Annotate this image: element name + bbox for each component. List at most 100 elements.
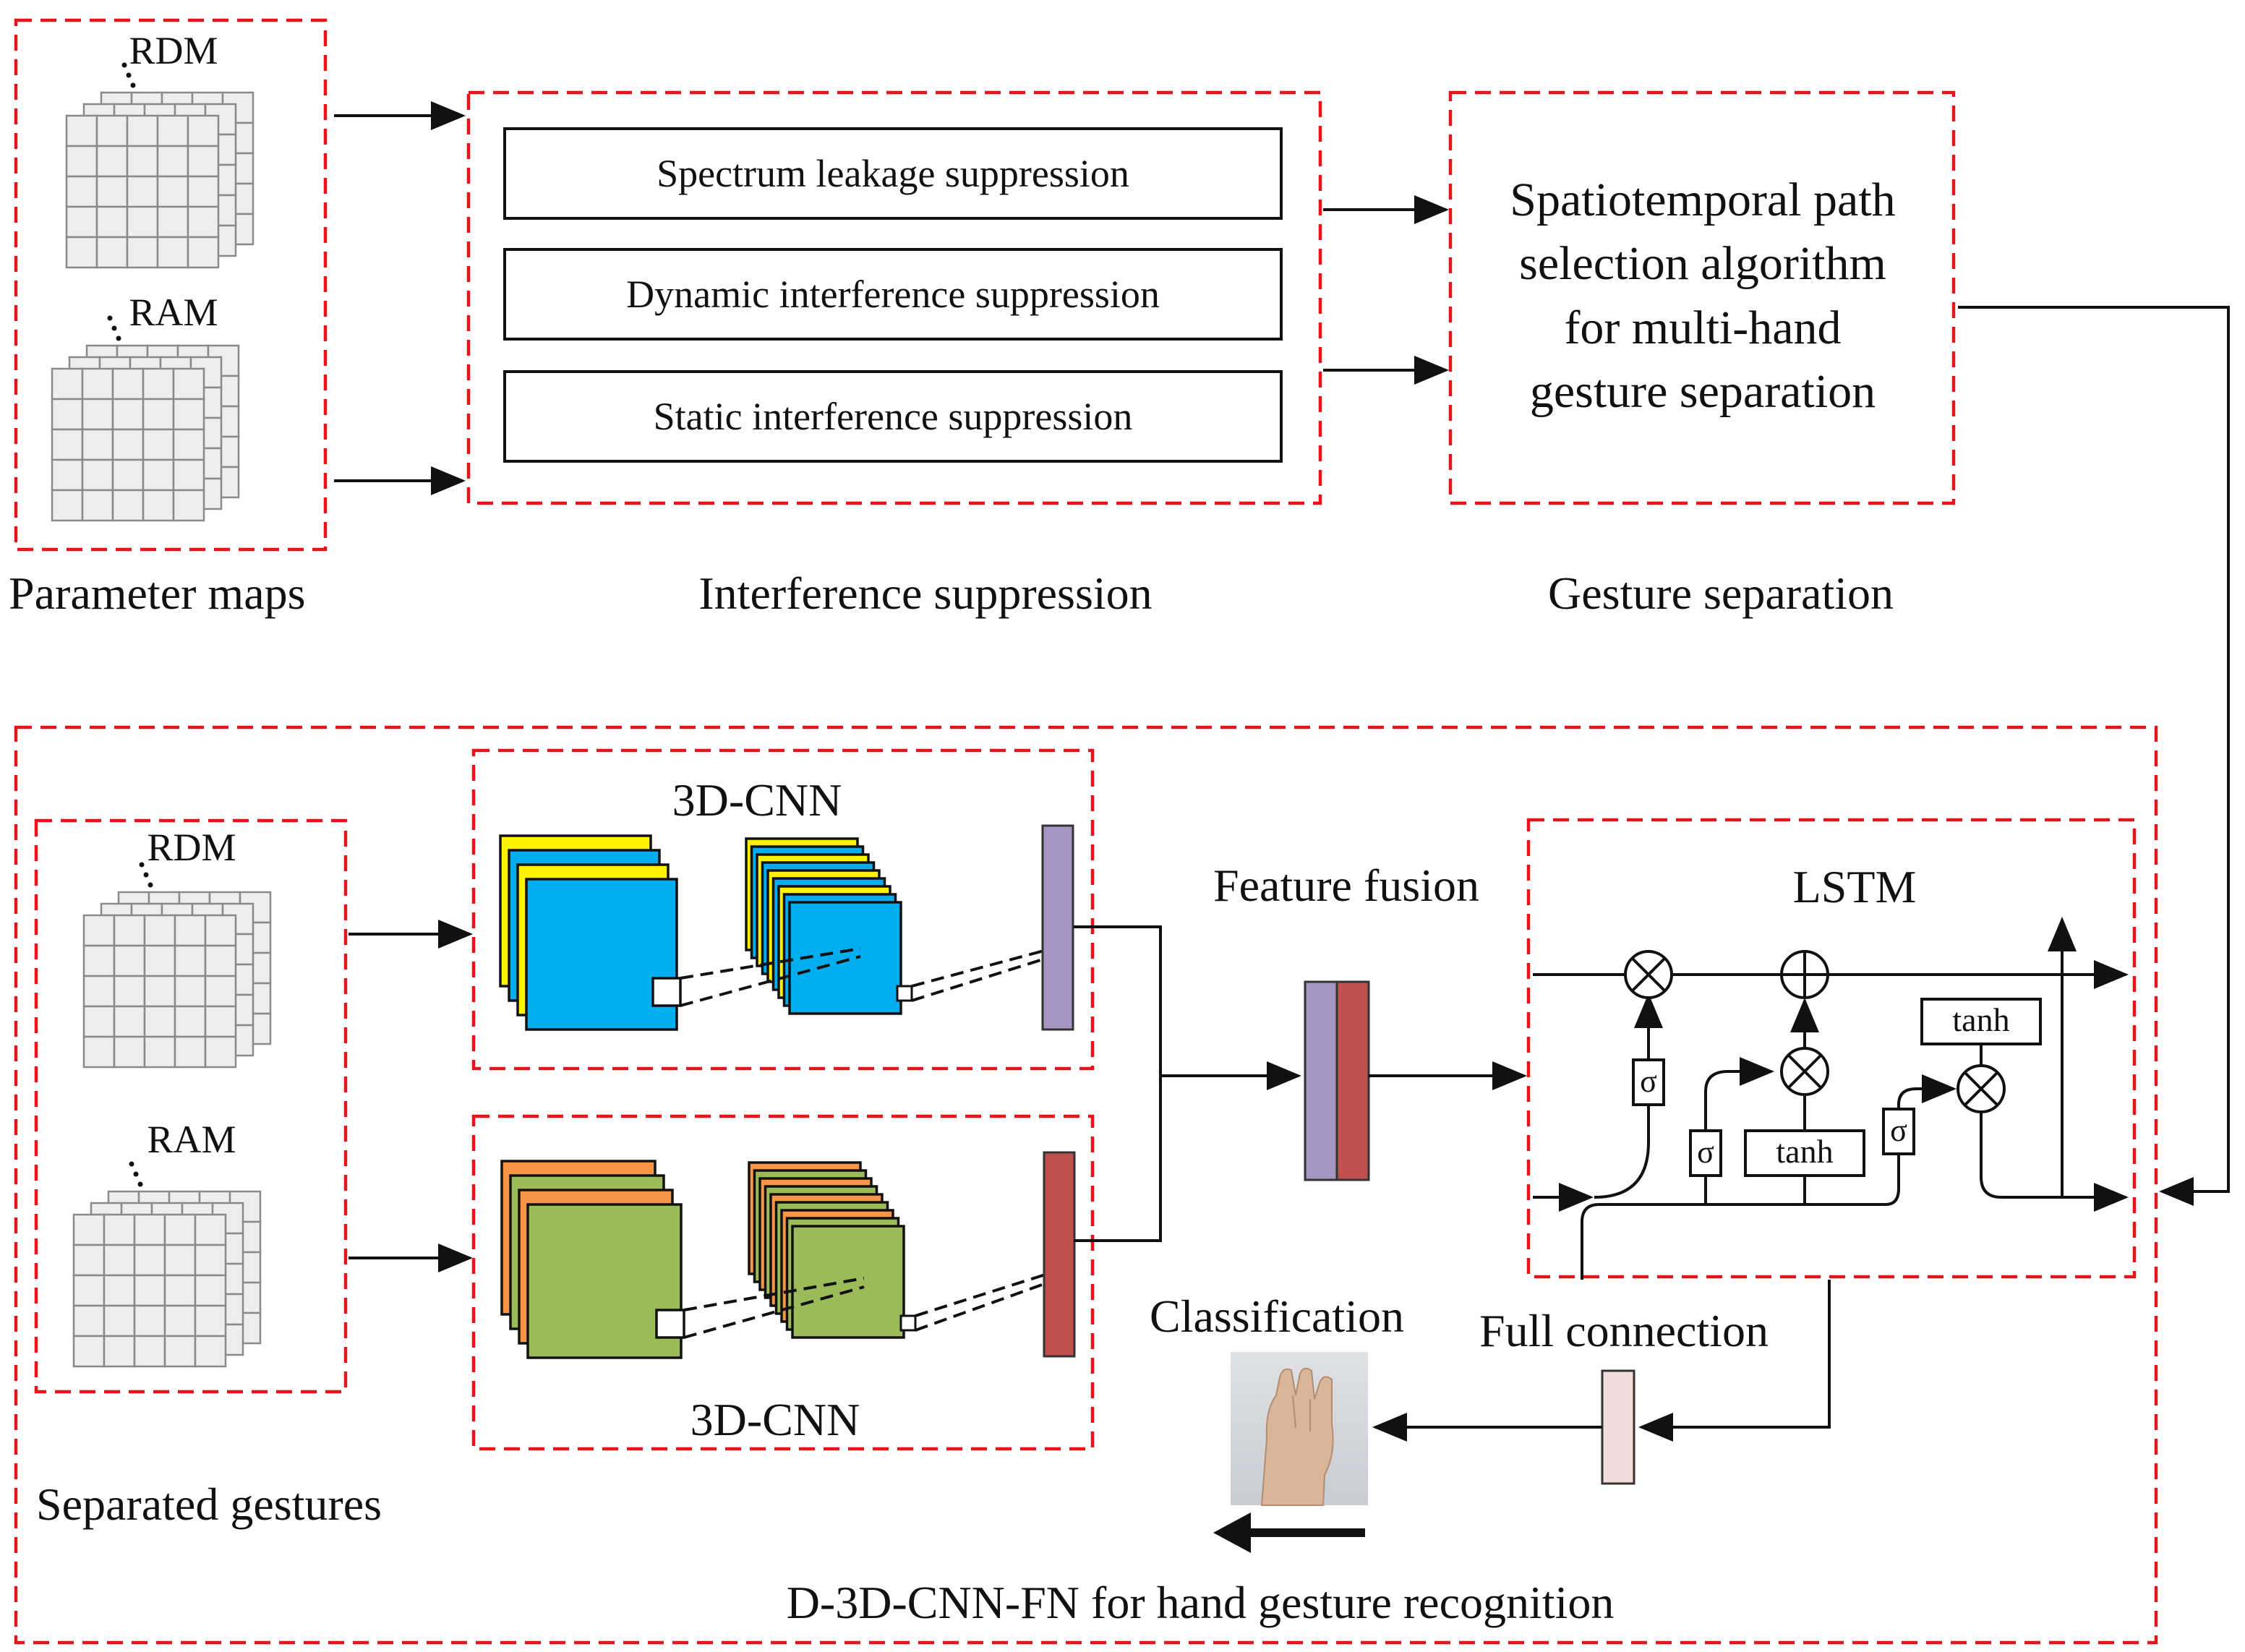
- spectrum-leakage-box: [503, 127, 1283, 220]
- grid-cell: [142, 458, 175, 492]
- separated-ram-label: RAM: [147, 1118, 236, 1161]
- feature-map-layer: [788, 901, 902, 1015]
- lstm-forget-gate-sigma: σ: [1640, 1063, 1657, 1099]
- cnn-top-projection-2a: [911, 947, 1053, 988]
- grid-cell: [95, 236, 129, 269]
- grid-cell: [133, 1274, 166, 1307]
- separation-algorithm-line-1: Spatiotemporal path: [1510, 174, 1895, 226]
- grid-cell: [172, 367, 205, 401]
- feature-fusion-label: Feature fusion: [1213, 860, 1479, 911]
- grid-cell: [95, 175, 129, 208]
- lstm-output-gate-sigma-box: [1882, 1108, 1915, 1155]
- grid-cell: [194, 1274, 227, 1307]
- grid-cell: [81, 489, 114, 522]
- gesture-separation-frame: [1448, 90, 1956, 505]
- separated-rdm-label: RDM: [147, 826, 236, 869]
- cnn-top-frame: [471, 748, 1095, 1071]
- separation-algorithm-line-4: gesture separation: [1530, 365, 1876, 418]
- grid-cell: [204, 1035, 237, 1069]
- grid-cell: [174, 1035, 207, 1069]
- cnn-bottom-layer-stack-2: [748, 1161, 905, 1339]
- grid-cell: [113, 975, 146, 1008]
- grid-cell: [194, 1244, 227, 1277]
- grid-cell: [95, 145, 129, 178]
- lstm-frame: [1526, 818, 2137, 1279]
- grid-cell: [81, 367, 114, 401]
- grid-cell: [81, 398, 114, 431]
- lstm-title: LSTM: [1793, 861, 1917, 912]
- grid-cell: [82, 1005, 116, 1038]
- gesture-separation-title: Gesture separation: [1548, 568, 1894, 619]
- interference-suppression-frame: [466, 90, 1322, 505]
- recognition-frame: [14, 725, 2158, 1645]
- parameter-maps-rdm-grid-stack: [65, 62, 255, 269]
- lstm-input-multiply-glyph: [1787, 1054, 1822, 1089]
- stack-ellipsis-dot: [129, 1161, 134, 1167]
- grid-cell: [163, 1274, 197, 1307]
- grid-cell: [113, 914, 146, 947]
- grid-cell: [163, 1335, 197, 1368]
- grid-cell: [126, 114, 159, 147]
- grid-cell: [95, 114, 129, 147]
- recognition-title: D-3D-CNN-FN for hand gesture recognition: [787, 1577, 1615, 1628]
- grid-cell: [187, 205, 220, 239]
- lstm-add-glyph: [1782, 951, 1828, 998]
- static-interference-box: [503, 370, 1283, 463]
- grid-cell: [194, 1335, 227, 1368]
- grid-cell: [126, 205, 159, 239]
- fused-vector-part-2: [1335, 980, 1370, 1181]
- grid-cell: [142, 489, 175, 522]
- full-connection-bar: [1601, 1369, 1635, 1485]
- cnn-bottom-projection-1b: [683, 1285, 865, 1339]
- separated-rdm-grid-stack: [82, 862, 272, 1069]
- lstm-hidden-output-arrow: [1980, 1112, 2129, 1212]
- grid-cell: [103, 1274, 136, 1307]
- grid-cell: [103, 1244, 136, 1277]
- grid-cell: [51, 489, 84, 522]
- grid-cell: [126, 236, 159, 269]
- stack-ellipsis-dot: [147, 882, 153, 888]
- grid-cell: [82, 1035, 116, 1069]
- cnn-top-layer-stack-1: [499, 834, 678, 1031]
- cnn-top-kernel-2: [896, 985, 913, 1002]
- parameter-maps-title: Parameter maps: [9, 568, 306, 619]
- cnn-top-projection-1a: [680, 947, 861, 980]
- separation-algorithm-line-3: for multi-hand: [1564, 301, 1841, 354]
- grid-cell: [172, 489, 205, 522]
- stack-ellipsis-dot: [116, 335, 121, 341]
- grid-cell: [65, 175, 98, 208]
- separation-algorithm-line-2: selection algorithm: [1519, 237, 1886, 290]
- grid-cell: [126, 175, 159, 208]
- grid-cell: [163, 1304, 197, 1338]
- interference-suppression-title: Interference suppression: [698, 568, 1152, 619]
- arrow-lstm-to-full-connection: [1638, 1280, 1831, 1442]
- grid-cell: [103, 1304, 136, 1338]
- grid-cell: [174, 914, 207, 947]
- grid-cell: [103, 1335, 136, 1368]
- grid-cell: [65, 236, 98, 269]
- step-spectrum-leakage: Spectrum leakage suppression: [657, 152, 1129, 195]
- grid-cell: [51, 398, 84, 431]
- grid-cell: [156, 114, 189, 147]
- grid-cell: [51, 458, 84, 492]
- cnn-top-feature-vector: [1041, 824, 1074, 1031]
- cnn-top-kernel-1: [651, 977, 682, 1007]
- grid-cell: [51, 367, 84, 401]
- result-arrow-head-icon: [1213, 1512, 1251, 1553]
- parameter-maps-frame: [14, 18, 328, 552]
- lstm-output-tanh: tanh: [1952, 1001, 2009, 1038]
- grid-cell: [174, 975, 207, 1008]
- grid-cell: [72, 1213, 106, 1246]
- stack-ellipsis-dot: [143, 872, 149, 878]
- grid-cell: [82, 944, 116, 977]
- grid-cell: [187, 114, 220, 147]
- grid-cell: [174, 944, 207, 977]
- stack-ellipsis-dot: [107, 315, 113, 321]
- grid-cell: [204, 1005, 237, 1038]
- grid-cell: [143, 944, 176, 977]
- connector-separation-to-recognition: [1958, 306, 2230, 1206]
- grid-cell: [143, 914, 176, 947]
- stack-ellipsis-dot: [126, 72, 132, 78]
